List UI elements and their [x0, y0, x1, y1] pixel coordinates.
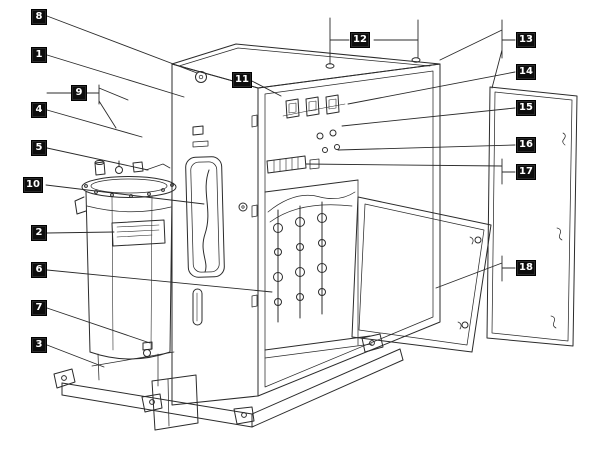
- leader-13: [439, 19, 516, 89]
- callout-18: 18: [516, 260, 536, 276]
- callout-13: 13: [516, 32, 536, 48]
- callout-12: 12: [350, 32, 370, 48]
- leader-7: [46, 307, 151, 344]
- leader-1: [46, 54, 185, 98]
- leader-10: [45, 184, 205, 205]
- tank-drawing: [74, 160, 177, 387]
- skid-base-drawing: [53, 333, 404, 431]
- callout-8: 8: [31, 9, 47, 25]
- callout-4: 4: [31, 102, 47, 118]
- callout-5: 5: [31, 140, 47, 156]
- callout-3: 3: [31, 337, 47, 353]
- leader-12: [329, 17, 419, 65]
- cabinet-drawing: [171, 43, 441, 406]
- leader-14: [347, 71, 516, 105]
- leader-17: [305, 158, 516, 185]
- rear-panel-drawing: [486, 86, 578, 347]
- leader-8: [46, 15, 198, 74]
- leader-lines: [45, 15, 516, 368]
- leader-16: [337, 144, 516, 151]
- callout-16: 16: [516, 137, 536, 153]
- callout-7: 7: [31, 300, 47, 316]
- leader-3: [46, 344, 105, 368]
- leader-18: [435, 255, 516, 289]
- callout-17: 17: [516, 164, 536, 180]
- callout-2: 2: [31, 225, 47, 241]
- callout-9: 9: [71, 85, 87, 101]
- door-drawing: [351, 196, 492, 353]
- callout-10: 10: [23, 177, 43, 193]
- callout-1: 1: [31, 47, 47, 63]
- leader-6: [46, 269, 273, 293]
- callout-14: 14: [516, 64, 536, 80]
- callout-15: 15: [516, 100, 536, 116]
- leader-5: [46, 147, 149, 171]
- callout-6: 6: [31, 262, 47, 278]
- leader-11: [249, 79, 282, 97]
- leader-2: [46, 231, 115, 234]
- callout-11: 11: [232, 72, 252, 88]
- leader-15: [341, 107, 516, 127]
- leader-4: [46, 109, 143, 138]
